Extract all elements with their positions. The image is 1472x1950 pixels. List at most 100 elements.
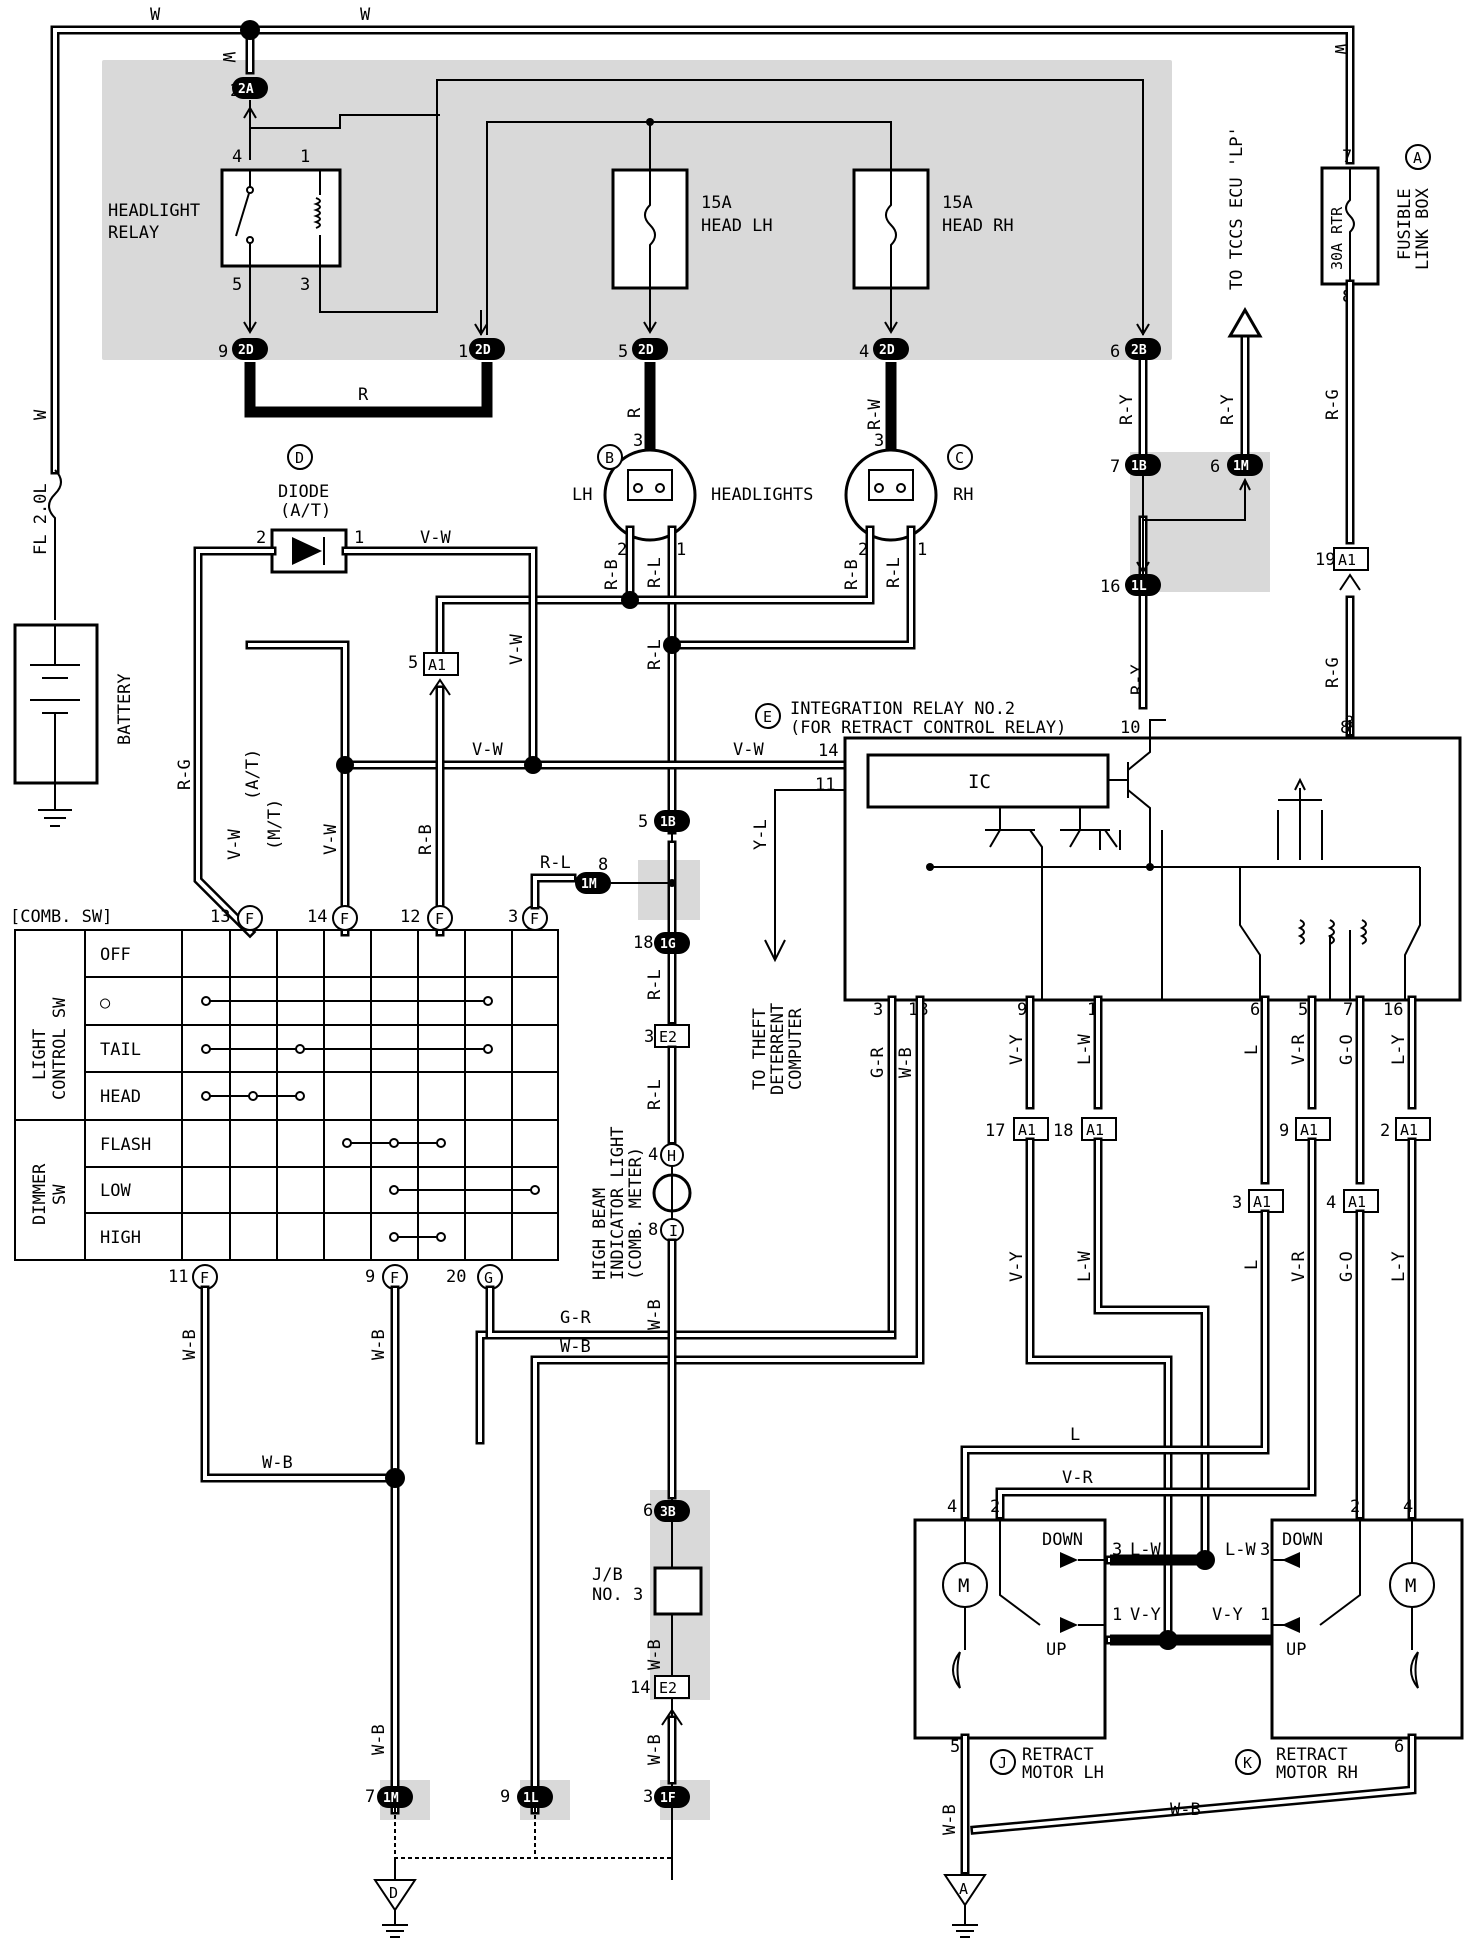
wire-label: R-L xyxy=(645,969,665,1000)
at-label: (A/T) xyxy=(243,749,263,800)
wire-label: V-R xyxy=(1062,1468,1093,1488)
link-box-label: LINK BOX xyxy=(1413,187,1433,270)
diode-label: DIODE xyxy=(278,482,329,502)
wire-label: R-L xyxy=(645,557,665,588)
connector-2d: 2D xyxy=(638,343,654,358)
connector-2d: 2D xyxy=(475,343,491,358)
wire-label: W-B xyxy=(645,1734,665,1765)
connector-row-2d: 9 2D 1 2D 5 2D 4 2D 6 2B R xyxy=(218,310,1161,418)
pin: 2 xyxy=(858,540,868,560)
fuse-label: 30A RTR xyxy=(1328,206,1346,270)
theft-label: DETERRENT xyxy=(768,1003,788,1095)
pin: 6 xyxy=(643,1501,653,1521)
component-b-badge xyxy=(597,444,623,470)
mt-label: (M/T) xyxy=(265,799,285,850)
fuse-label: HEAD RH xyxy=(942,216,1014,236)
table-row-label: LOW xyxy=(100,1181,131,1201)
link-box-label: FUSIBLE xyxy=(1395,188,1415,260)
fuse-label: 15A xyxy=(942,193,973,213)
splice xyxy=(240,20,260,40)
wire-label: W-B xyxy=(369,1724,389,1755)
component-d-badge xyxy=(287,444,313,470)
pin: 16 xyxy=(1383,1000,1403,1020)
connector-f: F xyxy=(245,910,254,928)
wire-label: L-W xyxy=(1075,1034,1095,1065)
comb-sw-title: [COMB. SW] xyxy=(10,907,112,927)
pin: 8 xyxy=(1340,718,1350,738)
pin: 5 xyxy=(618,342,628,362)
headlight-rh xyxy=(844,448,938,542)
wire-label: W xyxy=(360,5,371,25)
relay-output-wires: G-R W-B G-R W-B V-Y L-W L V-R G-O L-Y 17… xyxy=(475,995,1431,1815)
table-row-label: ○ xyxy=(100,993,111,1013)
indicator-label: HIGH BEAM xyxy=(590,1188,610,1280)
pin: 3 xyxy=(300,275,310,295)
wire-label: W xyxy=(218,52,238,63)
component-letter: A xyxy=(1413,149,1422,167)
wire-label: W xyxy=(1330,44,1350,55)
pin: 1 xyxy=(300,147,310,167)
connector-2b: 2B xyxy=(1131,343,1147,358)
pin: 7 xyxy=(1343,1000,1353,1020)
pin: 5 xyxy=(232,275,242,295)
pin: 3 xyxy=(874,431,884,451)
component-letter: K xyxy=(1243,1754,1252,1772)
pin: 6 xyxy=(1110,342,1120,362)
wire-label: V-W xyxy=(225,829,245,860)
pin: 17 xyxy=(985,1121,1005,1141)
pin: 2 xyxy=(990,1497,1000,1517)
pin: 5 xyxy=(408,653,418,673)
motor-title: MOTOR LH xyxy=(1022,1763,1104,1783)
diode-label: (A/T) xyxy=(280,501,331,521)
connector-a1: A1 xyxy=(1300,1121,1318,1139)
bottom-ground-d: 7 1M 9 1L 3 1F D xyxy=(365,1786,690,1938)
motor-title: RETRACT xyxy=(1276,1745,1348,1765)
wire-label: V-W xyxy=(321,824,341,855)
ground-letter: A xyxy=(959,1880,968,1898)
table-section-label: SW xyxy=(50,1184,70,1205)
headlight-lh-label: LH xyxy=(572,485,592,505)
wire-label: L xyxy=(1242,1260,1262,1270)
pin: 7 xyxy=(1342,147,1352,167)
up-label: UP xyxy=(1046,1640,1066,1660)
pin: 1 xyxy=(354,528,364,548)
fusible-link-label: FL 2.0L xyxy=(31,483,51,555)
wire-label: V-R xyxy=(1289,1251,1309,1282)
pin: 4 xyxy=(947,1497,957,1517)
connector-1b: 1B xyxy=(660,815,676,830)
relay-title: (FOR RETRACT CONTROL RELAY) xyxy=(790,718,1066,738)
headlights: R 3 B LH HEADLIGHTS R-W 3 C RH 2 1 2 1 R… xyxy=(435,362,973,835)
retract-motor-lh xyxy=(913,1518,1107,1740)
fusible-link-box: 7 30A RTR FUSIBLE LINK BOX A 8 R-G 19 A1… xyxy=(1315,144,1433,737)
pin: 10 xyxy=(1120,718,1140,738)
pin: 13 xyxy=(210,907,230,927)
motor-title: MOTOR RH xyxy=(1276,1763,1358,1783)
theft-label: TO THEFT xyxy=(750,1008,770,1090)
pin: 1 xyxy=(1260,1605,1270,1625)
pin: 1 xyxy=(917,540,927,560)
relay-label: HEADLIGHT xyxy=(108,201,200,221)
wire-label: R-B xyxy=(416,824,436,855)
connector-h: H xyxy=(667,1147,676,1165)
wire-label: L xyxy=(1070,1425,1080,1445)
pin: 8 xyxy=(648,1220,658,1240)
pin: 14 xyxy=(307,907,327,927)
table-section-label: LIGHT xyxy=(30,1029,50,1080)
pin: 20 xyxy=(446,1267,466,1287)
pin: 3 xyxy=(643,1787,653,1807)
pin: 5 xyxy=(638,812,648,832)
connector-i: I xyxy=(669,1222,678,1240)
component-letter: B xyxy=(605,449,614,467)
wire-label: W-B xyxy=(180,1329,200,1360)
wire-label: R-G xyxy=(1323,389,1343,420)
connector-1m: 1M xyxy=(383,1791,399,1806)
battery-label: BATTERY xyxy=(115,673,135,745)
table-row-label: TAIL xyxy=(100,1040,141,1060)
connector-2d: 2D xyxy=(879,343,895,358)
pin: 3 xyxy=(1232,1193,1242,1213)
retract-motors: 4 2 M DOWN UP 3 L-W 1 V-Y 5 J RETRACT MO… xyxy=(913,1497,1464,1938)
tccs-label: TO TCCS ECU 'LP' xyxy=(1227,126,1247,290)
connector-1m: 1M xyxy=(581,877,597,892)
pin: 12 xyxy=(400,907,420,927)
wire-label: W-B xyxy=(645,1299,665,1330)
